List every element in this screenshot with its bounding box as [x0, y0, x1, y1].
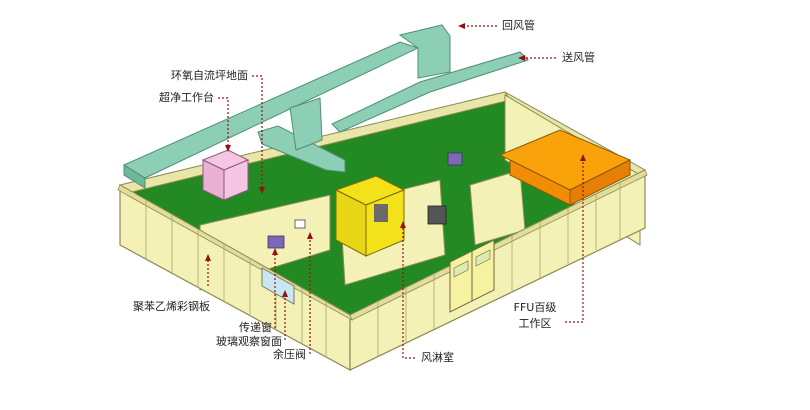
leader-lines [207, 25, 584, 359]
right-wall-rim [349, 169, 648, 321]
pass-box-label: 传递窗 [239, 321, 272, 334]
right-wall-seams [377, 182, 621, 356]
small-box [294, 219, 306, 229]
return-duct-label: 回风管 [502, 19, 535, 32]
clean-bench-label: 超净工作台 [159, 91, 214, 104]
eps-panel-label: 聚苯乙烯彩钢板 [133, 300, 210, 313]
return-duct-side [123, 164, 146, 189]
ffu-side [569, 159, 631, 206]
supply-duct [331, 51, 529, 133]
return-duct-drop [289, 97, 323, 151]
ffu-label-line1: FFU百级 [513, 301, 557, 314]
ffu-label-line2: 工作区 [518, 317, 552, 330]
leader-arrows [205, 23, 586, 297]
glass-window-label: 玻璃观察窗面 [216, 335, 282, 348]
return-duct-riser [398, 24, 451, 79]
door-window-right [475, 249, 491, 267]
control-panel [427, 205, 447, 225]
air-shower-label: 风淋室 [421, 351, 454, 364]
air-shower-panel [374, 204, 388, 222]
wall-device [447, 152, 463, 166]
air-shower-side [335, 189, 367, 257]
epoxy-floor-label: 环氧自流坪地面 [171, 69, 248, 82]
door-window-left [453, 260, 469, 278]
supply-duct-label: 送风管 [562, 51, 595, 64]
clean-bench-side [202, 159, 225, 201]
pass-box [267, 235, 285, 249]
pressure-valve-label: 余压阀 [273, 348, 306, 361]
